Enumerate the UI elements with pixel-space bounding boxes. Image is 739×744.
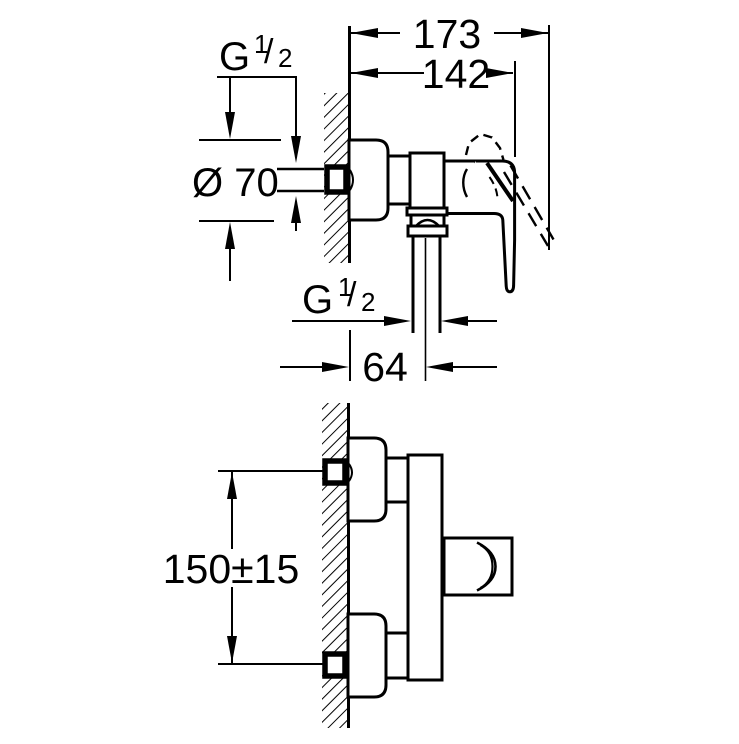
connector-stub-upper <box>386 456 408 504</box>
outlet-thread-label: G 1 / 2 <box>302 272 375 322</box>
union-nut-upper <box>322 458 348 486</box>
arrowhead <box>351 28 378 38</box>
arrowhead <box>322 362 349 372</box>
dim-outlet-offset <box>280 330 497 381</box>
outlet-thread-leader <box>292 316 497 326</box>
arrowhead <box>441 316 468 326</box>
thread-denominator: 2 <box>361 287 375 317</box>
thread-slash: / <box>347 276 357 314</box>
inlet-thread-leader <box>217 76 301 231</box>
inlet-thread-label: G 1 / 2 <box>219 29 292 79</box>
arrowhead <box>225 222 235 249</box>
lever-end-arc-inner <box>479 544 494 589</box>
pipe-end-arc <box>348 463 353 482</box>
pipe-end-arc <box>349 169 354 191</box>
dim-173-label: 173 <box>413 11 481 57</box>
arrowhead <box>227 472 237 499</box>
arrowhead <box>384 316 411 326</box>
union-nut-lower <box>322 651 348 679</box>
mixer-body <box>406 453 444 682</box>
dim-142-label: 142 <box>422 51 490 97</box>
escutcheon-lower <box>346 612 388 699</box>
arrowhead <box>426 362 453 372</box>
body-neck <box>386 154 412 206</box>
wall-hatch-front-view <box>322 403 348 728</box>
union-nut <box>324 164 349 195</box>
arrowhead <box>351 68 378 78</box>
thread-numerator: 1 <box>254 29 268 59</box>
outlet-connection <box>405 206 449 238</box>
arrowhead <box>227 636 237 663</box>
dim-diameter-label: Ø 70 <box>192 161 279 205</box>
arrowhead <box>486 68 513 78</box>
supply-pipe <box>277 167 324 193</box>
arrowhead <box>225 112 235 139</box>
thread-denominator: 2 <box>278 43 292 73</box>
thread-numerator: 1 <box>338 272 352 302</box>
escutcheon-upper <box>346 436 388 523</box>
top-view: 173 142 G 1 / 2 <box>192 11 555 390</box>
connector-stub-lower <box>386 631 408 680</box>
arrowhead <box>521 28 548 38</box>
arrowhead <box>291 136 301 163</box>
outlet-pipe <box>411 236 442 333</box>
dim-overall-depth <box>351 25 550 250</box>
lever-pivot-arc <box>462 168 469 198</box>
escutcheon <box>347 138 390 222</box>
dim-150-label: 150±15 <box>163 546 300 592</box>
dim-64-label: 64 <box>362 344 408 390</box>
front-view: 150±15 <box>163 403 514 728</box>
thread-letter: G <box>302 278 333 322</box>
cartridge-housing <box>408 151 446 210</box>
lever-handle-alt-position <box>464 132 555 247</box>
arrowhead <box>291 196 301 223</box>
dim-escutcheon-diameter <box>199 139 281 281</box>
dim-inlet-spacing <box>218 470 323 665</box>
thread-slash: / <box>264 33 274 71</box>
dim-depth-to-handle <box>351 61 516 157</box>
thread-letter: G <box>219 35 250 79</box>
lever-handle <box>442 536 514 597</box>
lever-edge-line <box>485 161 515 203</box>
